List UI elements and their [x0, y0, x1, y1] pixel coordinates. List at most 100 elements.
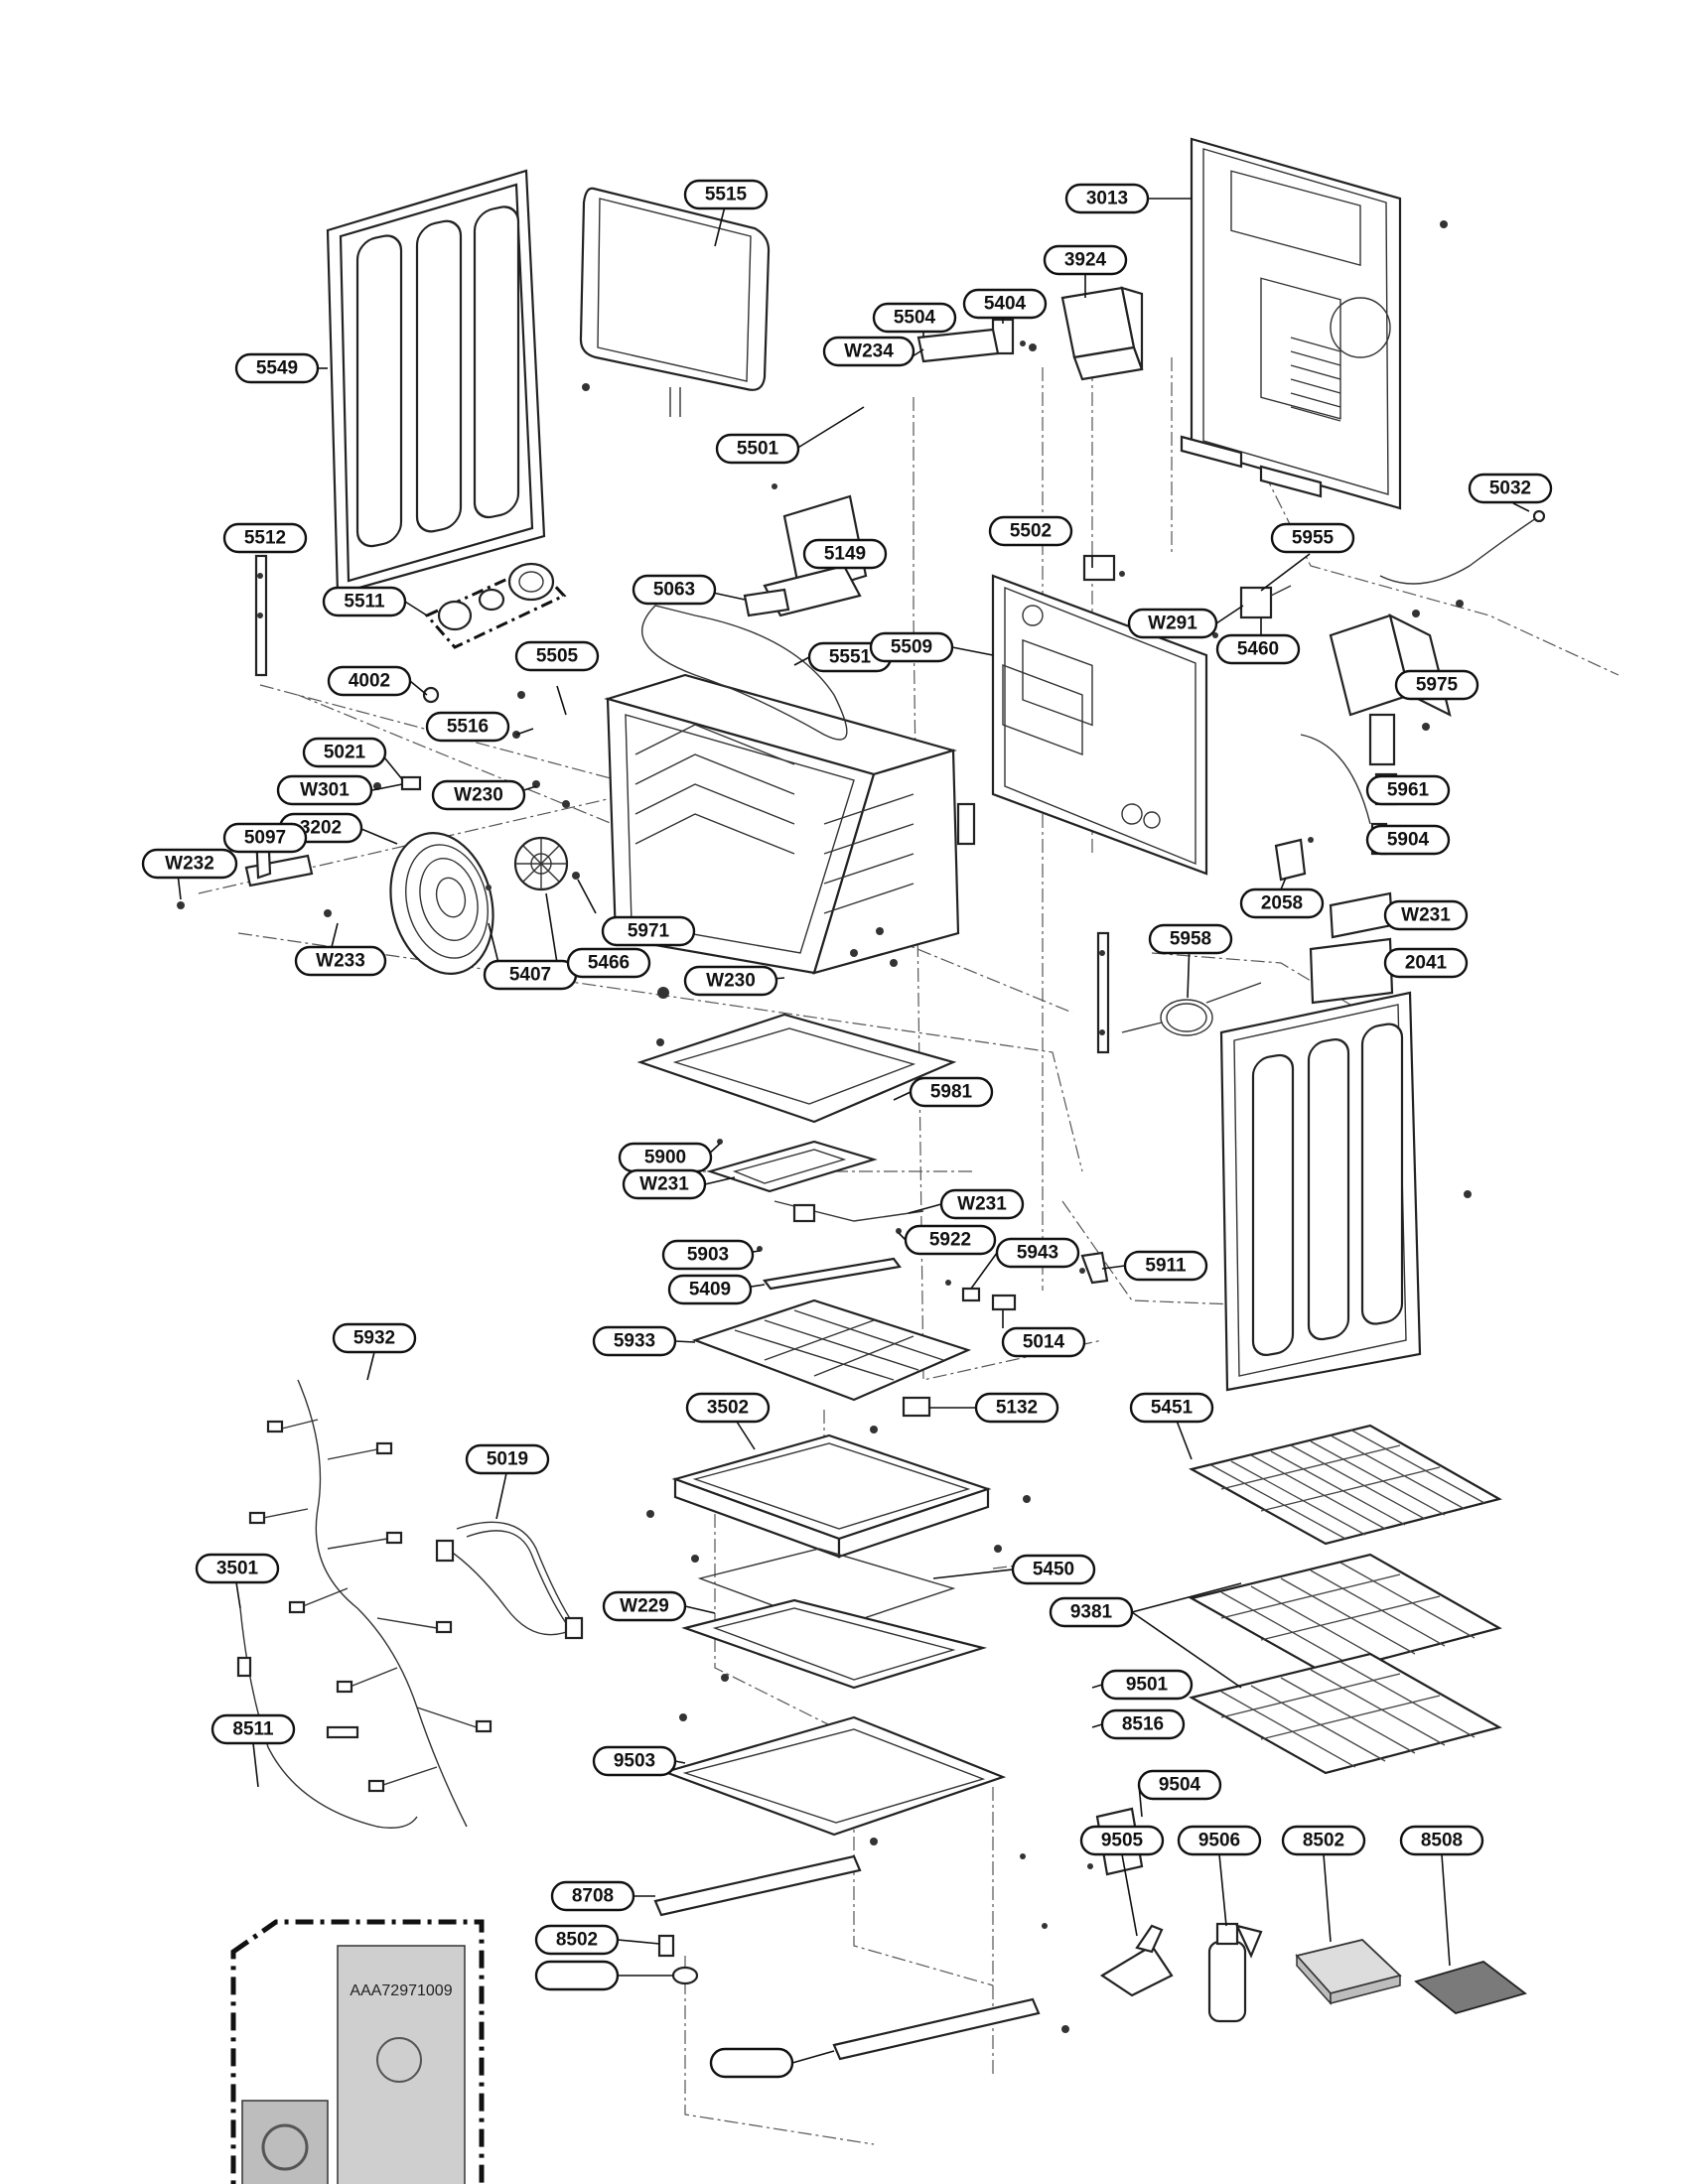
- svg-text:5971: 5971: [628, 921, 670, 942]
- svg-text:3502: 3502: [707, 1398, 749, 1419]
- side-panel-left: [326, 169, 590, 596]
- accessory-kit-9501: [230, 1919, 485, 2184]
- svg-text:W301: W301: [300, 780, 350, 801]
- bake-element-5981: [706, 1139, 878, 1193]
- callout: 5955: [1270, 522, 1355, 554]
- spray-bottle-9504: [1207, 1922, 1263, 2023]
- plate-5409: [691, 1298, 972, 1402]
- svg-text:5511: 5511: [344, 592, 385, 613]
- wire-harness-5014: [248, 1379, 492, 1828]
- svg-text:8502: 8502: [556, 1930, 598, 1951]
- connector-5971: [1274, 837, 1314, 882]
- switch-5961: [1300, 713, 1430, 825]
- callout: 8502: [534, 1924, 620, 1956]
- svg-text:9503: 9503: [614, 1751, 655, 1772]
- callout: 5516: [425, 711, 510, 743]
- callout: 9503: [592, 1745, 677, 1777]
- svg-text:5933: 5933: [614, 1331, 655, 1352]
- svg-text:5900: 5900: [644, 1148, 686, 1168]
- svg-text:W230: W230: [454, 785, 503, 806]
- rack-3501-lower: [1189, 1652, 1502, 1775]
- callout: [534, 1960, 620, 1991]
- callout: W232: [141, 848, 238, 880]
- svg-text:5903: 5903: [687, 1245, 729, 1266]
- rack-3501-upper: [1189, 1553, 1502, 1676]
- callout: W231: [939, 1188, 1025, 1220]
- callout: W291: [1127, 608, 1218, 639]
- wire-harness-5019: [236, 1607, 418, 1829]
- svg-text:9504: 9504: [1159, 1775, 1201, 1796]
- svg-text:9505: 9505: [1101, 1831, 1144, 1851]
- svg-text:5904: 5904: [1387, 830, 1430, 851]
- pad-9506: [1414, 1961, 1527, 2014]
- svg-text:5460: 5460: [1237, 639, 1279, 660]
- callout: 5971: [601, 915, 696, 947]
- oven-cavity: [604, 605, 976, 975]
- svg-text:8502: 8502: [1303, 1831, 1344, 1851]
- svg-text:W234: W234: [844, 341, 894, 362]
- callout: W231: [1383, 899, 1469, 931]
- callout: 9501: [1100, 1669, 1194, 1701]
- hinge-left: [254, 554, 268, 677]
- fan-blade-5407: [513, 836, 569, 891]
- callout: 5549: [234, 352, 320, 384]
- svg-text:2058: 2058: [1261, 893, 1303, 914]
- callout: 9506: [1177, 1825, 1262, 1856]
- oven-bottom-tray: [636, 1013, 957, 1124]
- svg-text:4002: 4002: [349, 671, 390, 692]
- svg-text:5019: 5019: [487, 1449, 528, 1470]
- callout: W230: [431, 779, 526, 811]
- part-5903: [1079, 1251, 1109, 1285]
- callout: W230: [683, 965, 778, 997]
- bar-5943: [757, 1246, 902, 1291]
- callout: 5132: [974, 1392, 1059, 1424]
- callout: 5505: [514, 640, 600, 672]
- callout: 5911: [1123, 1250, 1208, 1282]
- callout: 3501: [195, 1553, 280, 1584]
- callout: 5021: [302, 737, 387, 768]
- svg-text:5149: 5149: [824, 544, 866, 565]
- callout: 5451: [1129, 1392, 1214, 1424]
- callout: 5900: [618, 1142, 713, 1173]
- svg-text:W231: W231: [639, 1174, 689, 1195]
- callout: [709, 2047, 794, 2079]
- callout: 5014: [1001, 1326, 1086, 1358]
- switch-5502: [1082, 554, 1125, 582]
- svg-text:5504: 5504: [894, 308, 936, 329]
- svg-text:3202: 3202: [300, 818, 342, 839]
- svg-text:5932: 5932: [353, 1328, 395, 1349]
- svg-text:5549: 5549: [256, 358, 298, 379]
- svg-text:W233: W233: [316, 951, 365, 972]
- callout: 5515: [683, 179, 769, 210]
- callout: 8708: [550, 1880, 635, 1912]
- rail-8502-lower: [832, 1997, 1069, 2061]
- svg-text:5063: 5063: [653, 580, 695, 601]
- svg-text:5512: 5512: [244, 528, 286, 549]
- callout: 5501: [715, 433, 800, 465]
- callout: 8502: [1281, 1825, 1366, 1856]
- rail-8502-upper: [653, 1854, 862, 1917]
- callout: 5512: [222, 522, 308, 554]
- svg-text:3501: 3501: [216, 1559, 259, 1579]
- bottom-plate-5450: [681, 1598, 988, 1690]
- svg-text:5021: 5021: [324, 743, 366, 763]
- callout: 5466: [566, 947, 651, 979]
- bracket-5021: [400, 775, 422, 791]
- callout: 5922: [904, 1224, 997, 1256]
- callout: 3013: [1064, 183, 1150, 214]
- callout: 5932: [332, 1322, 417, 1354]
- svg-text:5975: 5975: [1416, 675, 1459, 696]
- bracket-5063: [743, 588, 790, 617]
- svg-text:W230: W230: [706, 971, 756, 992]
- callout: 5450: [1011, 1554, 1096, 1585]
- callout: 5975: [1394, 669, 1479, 701]
- callout: 5063: [632, 574, 717, 606]
- callout: W229: [602, 1590, 687, 1622]
- callout: 5933: [592, 1325, 677, 1357]
- bracket-3924: [1060, 286, 1144, 381]
- callout: 5460: [1215, 633, 1301, 665]
- convection-fan-cover: [389, 831, 494, 976]
- callout: 5904: [1365, 824, 1451, 856]
- package-label: AAA72971009: [350, 1982, 452, 1999]
- svg-text:W232: W232: [165, 854, 214, 875]
